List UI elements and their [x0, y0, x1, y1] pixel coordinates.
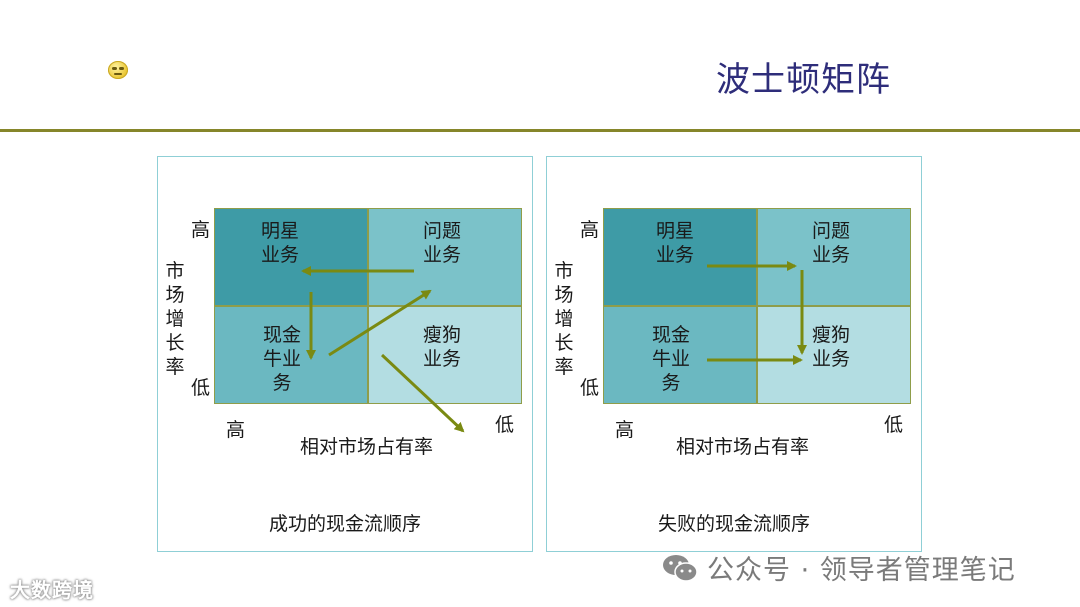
x-axis-low: 低: [884, 414, 904, 436]
bcg-matrix-grid: 明星 业务 问题 业务 现金 牛业 务 瘦狗 业务: [603, 208, 911, 404]
cell-dog-label: 瘦狗 业务: [423, 324, 462, 370]
x-axis-label: 相对市场占有率: [300, 436, 434, 458]
y-axis-low: 低: [580, 377, 600, 399]
cell-star-label: 明星 业务: [656, 220, 695, 266]
watermark-right-text: 公众号 · 领导者管理笔记: [707, 555, 1016, 586]
cell-star: 明星 业务: [603, 208, 757, 306]
watermark-right: 公众号 · 领导者管理笔记: [661, 548, 1016, 587]
cell-question: 问题 业务: [368, 208, 522, 306]
x-axis-high: 高: [615, 419, 635, 441]
y-axis-label: 市场增长率: [554, 260, 574, 378]
page-title: 波士顿矩阵: [716, 60, 891, 100]
bcg-matrix-grid: 明星 业务 问题 业务 现金 牛业 务 瘦狗 业务: [214, 208, 522, 404]
smiley-icon: [108, 61, 128, 79]
y-axis-high: 高: [580, 219, 600, 241]
cash-flow-arrows: [301, 266, 465, 433]
cell-star-label: 明星 业务: [261, 220, 300, 266]
y-axis-low: 低: [191, 377, 211, 399]
diagram-caption: 失败的现金流顺序: [657, 513, 810, 535]
watermark-left: 大数跨境: [10, 578, 94, 602]
arrow-cash-cow-to-question: [328, 289, 432, 357]
x-axis-high: 高: [226, 419, 246, 441]
cash-flow-arrows: [707, 261, 807, 365]
y-axis-high: 高: [191, 219, 211, 241]
cell-question-label: 问题 业务: [423, 220, 462, 266]
matrix-panel-failure: 明星 业务 问题 业务 现金 牛业 务 瘦狗 业务 高 低 市场增长率 高 低 …: [546, 156, 922, 552]
x-axis-label: 相对市场占有率: [676, 436, 810, 458]
cell-cash-cow-label: 现金 牛业 务: [652, 324, 691, 394]
y-axis-label: 市场增长率: [165, 260, 185, 378]
cell-dog: 瘦狗 业务: [368, 306, 522, 404]
wechat-icon: [663, 554, 698, 582]
cell-question: 问题 业务: [757, 208, 911, 306]
diagram-caption: 成功的现金流顺序: [268, 513, 421, 535]
cell-question-label: 问题 业务: [812, 220, 851, 266]
x-axis-low: 低: [495, 414, 515, 436]
header-divider: [0, 129, 1080, 132]
cell-star: 明星 业务: [214, 208, 368, 306]
cell-cash-cow-label: 现金 牛业 务: [263, 324, 302, 394]
matrix-panel-success: 明星 业务 问题 业务 现金 牛业 务 瘦狗 业务 高 低 市场增长率 高 低 …: [157, 156, 533, 552]
arrow-dog-to-out: [380, 353, 465, 433]
cell-dog: 瘦狗 业务: [757, 306, 911, 404]
cell-dog-label: 瘦狗 业务: [812, 324, 851, 370]
cell-cash-cow: 现金 牛业 务: [214, 306, 368, 404]
cell-cash-cow: 现金 牛业 务: [603, 306, 757, 404]
